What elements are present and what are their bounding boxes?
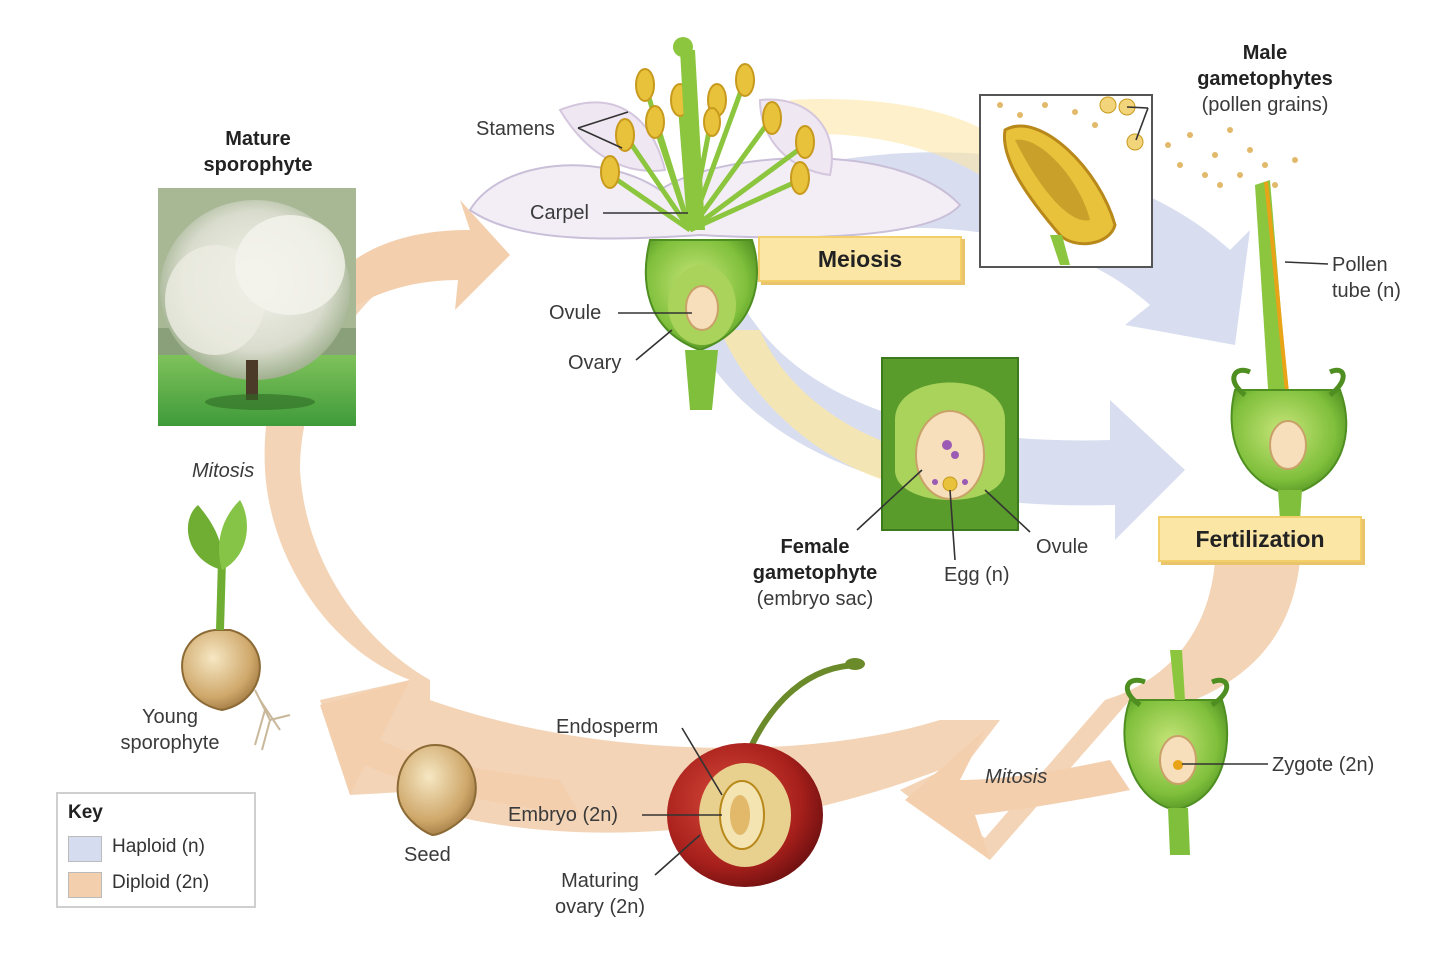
diploid-key-label: Diploid (2n) xyxy=(112,872,210,893)
endosperm-label: Endosperm xyxy=(556,716,659,738)
fertilization-carpel xyxy=(1230,180,1348,520)
pollen-grains xyxy=(997,96,1298,188)
ovule-flower-label: Ovule xyxy=(549,302,602,324)
ovule-sac-label: Ovule xyxy=(1036,536,1089,558)
cherry-fruit xyxy=(667,658,865,887)
legend-key: Key Haploid (n) Diploid (2n) xyxy=(56,792,256,908)
flower-illustration xyxy=(468,37,962,410)
zygote-carpel xyxy=(1123,650,1230,855)
anther-inset xyxy=(979,94,1153,268)
zygote-label: Zygote (2n) xyxy=(1272,754,1375,776)
stamens-label: Stamens xyxy=(476,118,555,140)
maturing-ovary-label: Maturing ovary (2n) xyxy=(554,870,646,918)
key-title: Key xyxy=(68,802,103,823)
haploid-key-label: Haploid (n) xyxy=(112,836,205,857)
mitosis-bottom-label: Mitosis xyxy=(985,766,1048,788)
male-gametophytes-label: Male gametophytes xyxy=(1197,42,1333,90)
haploid-arrow-lower xyxy=(690,300,1185,540)
mature-sporophyte-label: Mature sporophyte xyxy=(203,128,313,176)
ovary-label: Ovary xyxy=(568,352,622,374)
diploid-arrow-bottom-left xyxy=(320,680,580,815)
seed-label: Seed xyxy=(404,844,451,866)
fertilization-stage-box: Fertilization xyxy=(1158,516,1362,562)
male-gametophytes-subtitle: (pollen grains) xyxy=(1201,94,1329,116)
mitosis-left-label: Mitosis xyxy=(192,460,255,482)
pollen-tube-label: Pollen tube (n) xyxy=(1332,254,1401,302)
meiosis-stage-box: Meiosis xyxy=(758,236,962,282)
diploid-arrow-bottom-right xyxy=(905,730,1130,860)
haploid-swatch xyxy=(68,836,102,862)
embryo-sac-inset xyxy=(881,357,1019,531)
seed-illustration xyxy=(396,743,477,837)
meiosis-band xyxy=(720,330,900,485)
egg-label: Egg (n) xyxy=(944,564,1010,586)
diploid-swatch xyxy=(68,872,102,898)
leader-lines xyxy=(577,106,1329,876)
mature-sporophyte-photo xyxy=(158,188,356,426)
meiosis-band-upper xyxy=(790,99,1000,175)
embryo-label: Embryo (2n) xyxy=(508,804,619,826)
young-sporophyte-label: Young sporophyte xyxy=(120,706,220,754)
diploid-arrow-top xyxy=(330,200,510,310)
carpel-label: Carpel xyxy=(530,202,589,224)
female-gametophyte-label: Female gametophyte xyxy=(752,536,878,584)
female-gametophyte-subtitle: (embryo sac) xyxy=(756,588,874,610)
young-sporophyte-illustration xyxy=(181,500,291,751)
